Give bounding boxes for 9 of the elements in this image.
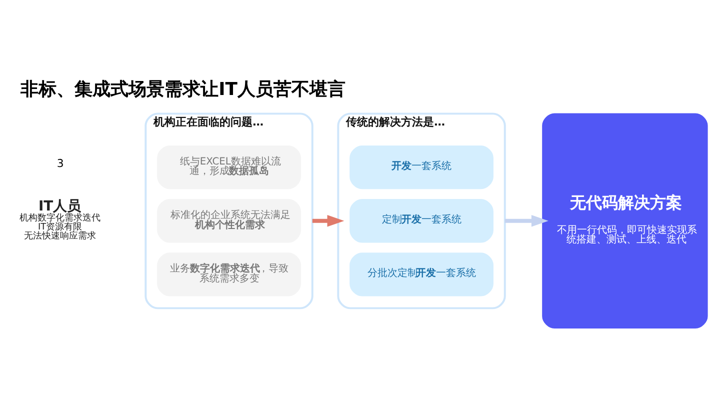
node-box: 分批次定制开发一套系统 (350, 252, 494, 296)
arrow (312, 214, 344, 226)
node-box: 定制开发一套系统 (350, 198, 494, 242)
node-text: IT人员 机构数字化需求迭代 IT资源有限 无法快速响应需求 (20, 198, 101, 241)
arrow (504, 214, 548, 226)
node-box: 无代码解决方案 不用一行代码，即可快速实现系统搭建、测试、上线、迭代 (542, 112, 708, 328)
node-box: 开发一套系统 (350, 144, 494, 189)
label: 3 (56, 156, 64, 170)
diagram-title: 非标、集成式场景需求让IT人员苦不堪言 (20, 78, 346, 100)
